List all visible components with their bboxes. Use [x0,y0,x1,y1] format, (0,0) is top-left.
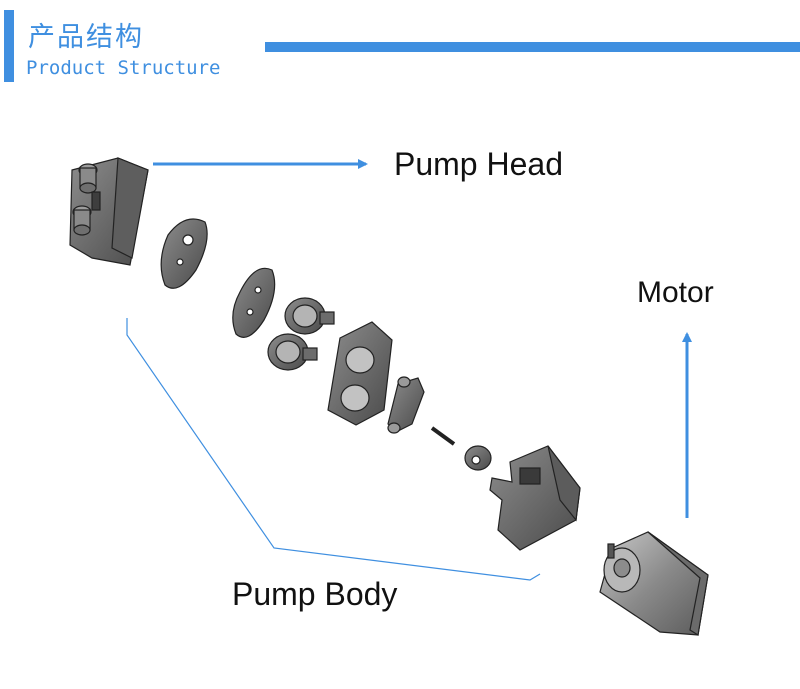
eccentric-wheel [464,445,492,471]
header-divider-line [265,42,800,52]
pump-chamber-frame [327,321,393,426]
diaphragm-plate [232,267,276,338]
pump-head-label: Pump Head [394,146,563,182]
pump-body-label: Pump Body [232,576,398,612]
motor-label: Motor [637,276,714,309]
diaphragm-cup-upper [284,297,335,335]
header-accent-bar [4,10,14,82]
valve-plate [160,218,208,289]
section-title-chinese: 产品结构 [28,22,144,53]
pump-head-cover [69,157,149,266]
section-title-english: Product Structure [26,57,221,79]
pin [430,426,456,446]
motor [599,531,709,636]
motor-bracket [489,445,581,551]
diaphragm-cup-lower [267,333,318,371]
connecting-rod [387,376,425,434]
pump-body-leader-line [126,318,541,581]
